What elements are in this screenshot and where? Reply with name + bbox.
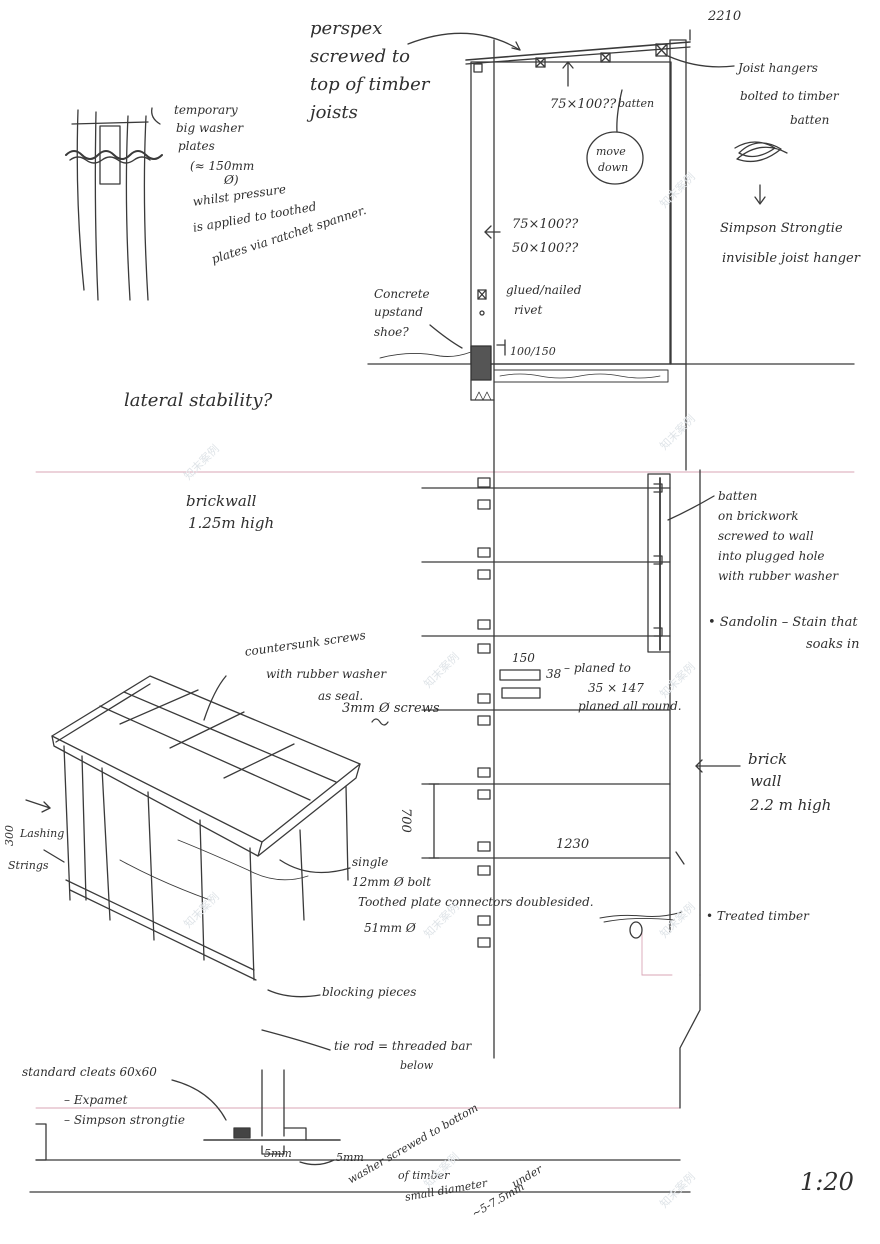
move-down-line1: move bbox=[596, 145, 626, 158]
washer-note-line5: Ø) bbox=[224, 173, 239, 187]
brick-wall-note-line2: wall bbox=[750, 772, 782, 790]
planed-note-line3: planed all round. bbox=[578, 699, 682, 713]
joist-size-note: 75×100?? bbox=[550, 97, 617, 112]
brick-wall-note-line1: brick bbox=[748, 750, 788, 768]
perspex-note-line2: screwed to bbox=[310, 46, 410, 67]
iso-side-note-line2: Lashing bbox=[20, 827, 65, 840]
iso-side-note-line1: 300 bbox=[3, 825, 16, 846]
concrete-note-line1: Concrete bbox=[374, 287, 430, 301]
countersunk-note-line3: as seal. bbox=[318, 689, 364, 703]
batten-note-line3: screwed to wall bbox=[718, 529, 814, 543]
iso-shed-sketch bbox=[25, 675, 389, 1051]
perspex-note-line1: perspex bbox=[310, 18, 383, 39]
simpson-strongtie-note: – Simpson strongtie bbox=[64, 1113, 185, 1127]
batten-small-note: batten bbox=[618, 97, 655, 110]
brick-elevation bbox=[421, 363, 741, 1109]
cleats-note: standard cleats 60x60 bbox=[22, 1065, 157, 1079]
brickwall-note-line1: brickwall bbox=[186, 492, 257, 510]
perspex-note-line4: joists bbox=[310, 102, 358, 123]
sadolin-note-line1: • Sandolin – Stain that bbox=[708, 615, 858, 630]
batten-note-line4: into plugged hole bbox=[718, 549, 825, 563]
countersunk-note-line2: with rubber washer bbox=[266, 667, 387, 681]
toothed-note-line2: 51mm Ø bbox=[364, 921, 416, 935]
washer-sketch bbox=[65, 107, 163, 301]
concrete-note-line2: upstand bbox=[374, 305, 423, 319]
bolt-note-line2: 12mm Ø bolt bbox=[352, 875, 432, 889]
scale-label: 1:20 bbox=[800, 1168, 854, 1196]
washer-note-line3: plates bbox=[178, 139, 215, 153]
washer-bottom-line1: 5mm bbox=[336, 1151, 364, 1164]
bolt-note-line1: single bbox=[352, 855, 389, 869]
lateral-stability-note: lateral stability? bbox=[124, 390, 273, 411]
joist-hanger-line2: bolted to timber bbox=[740, 89, 839, 103]
dimension-100-150: 100/150 bbox=[510, 345, 556, 358]
joist-hanger-line1: Joist hangers bbox=[738, 61, 818, 75]
washer-note-line2: big washer bbox=[176, 121, 244, 135]
dimension-5mm: 5mm bbox=[264, 1147, 292, 1160]
tie-rod-note-line1: tie rod = threaded bar bbox=[334, 1039, 472, 1053]
simpson-note-line1: Simpson Strongtie bbox=[720, 221, 843, 236]
brick-wall-note-line3: 2.2 m high bbox=[750, 796, 832, 814]
dimension-38: 38 bbox=[546, 667, 562, 681]
screws-3mm-note: 3mm Ø screws bbox=[342, 701, 440, 716]
glued-nailed-note: glued/nailed bbox=[506, 283, 582, 297]
member-size-b: 50×100?? bbox=[512, 241, 579, 256]
simpson-note-line2: invisible joist hanger bbox=[722, 251, 860, 266]
tie-rod-note-line2: below bbox=[400, 1059, 434, 1072]
dimension-150: 150 bbox=[512, 651, 535, 665]
washer-note-line1: temporary bbox=[174, 103, 238, 117]
top-section bbox=[367, 29, 855, 401]
dimension-1230: 1230 bbox=[556, 837, 590, 852]
move-down-line2: down bbox=[598, 161, 629, 174]
batten-note-line1: batten bbox=[718, 489, 758, 503]
washer-note-line4: (≈ 150mm bbox=[190, 159, 255, 173]
perspex-note-line3: top of timber bbox=[310, 74, 430, 95]
joist-hanger-line3: batten bbox=[790, 113, 830, 127]
dimension-700: 700 bbox=[398, 808, 413, 833]
expamet-note: – Expamet bbox=[64, 1093, 128, 1107]
ruled-lines bbox=[35, 471, 855, 1109]
batten-note-line5: with rubber washer bbox=[718, 569, 839, 583]
planed-note-line1: – planed to bbox=[564, 661, 631, 675]
member-size-a: 75×100?? bbox=[512, 217, 579, 232]
dimension-2210: 2210 bbox=[708, 9, 742, 24]
toothed-note-line1: Toothed plate connectors doublesided. bbox=[358, 895, 594, 909]
washer-bottom-line3: of timber bbox=[398, 1169, 450, 1182]
treated-timber-note: • Treated timber bbox=[706, 909, 809, 923]
brickwall-note-line2: 1.25m high bbox=[188, 514, 275, 532]
blocking-note: blocking pieces bbox=[322, 985, 417, 999]
bottom-detail bbox=[29, 1069, 691, 1193]
planed-note-line2: 35 × 147 bbox=[588, 681, 644, 695]
batten-note-line2: on brickwork bbox=[718, 509, 799, 523]
iso-side-note-line3: Strings bbox=[8, 859, 49, 872]
sadolin-note-line2: soaks in bbox=[806, 637, 860, 652]
concrete-note-line3: shoe? bbox=[374, 325, 409, 339]
rivet-note: rivet bbox=[514, 303, 543, 317]
